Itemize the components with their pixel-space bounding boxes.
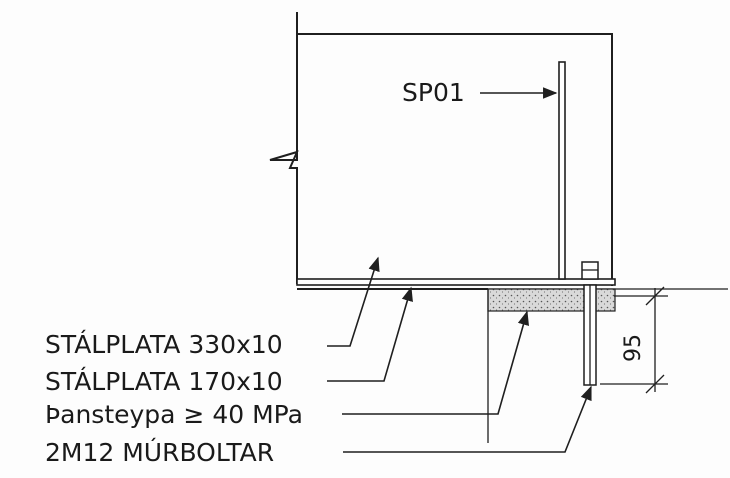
label-steel-plate-170: STÁLPLATA 170x10 [45,367,283,396]
column-outline [269,12,613,286]
stiffener-plate [558,61,566,280]
anchor-bolt [581,261,599,386]
dimension-95-text: 95 [621,334,646,362]
plate-tag-sp01: SP01 [402,78,465,107]
label-steel-plate-330: STÁLPLATA 330x10 [45,330,283,359]
leader-steel-plate-170 [327,286,413,382]
leader-grout [342,310,529,415]
leader-anchor-bolts [343,385,592,453]
leader-steel-plate-330 [327,256,380,347]
steel-plate-330 [296,278,616,286]
dimension-95 [600,286,668,394]
label-anchor-bolts: 2M12 MÚRBOLTAR [45,437,274,467]
label-grout: Þansteypa ≥ 40 MPa [45,400,303,429]
